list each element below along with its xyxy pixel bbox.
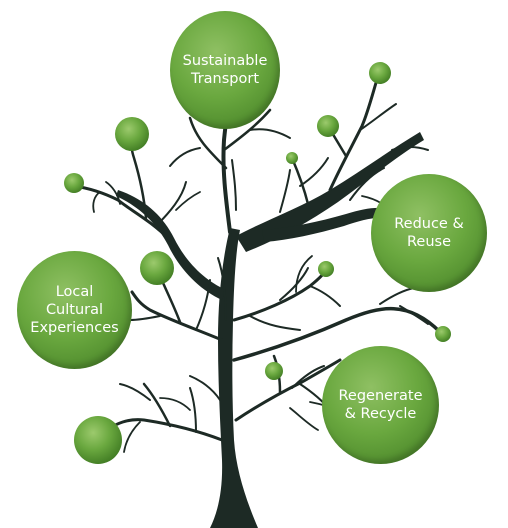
leaf-circle	[115, 117, 149, 151]
tree-trunk	[116, 132, 424, 528]
leaf-circle	[435, 326, 451, 342]
sustainable-transport-label: Sustainable Transport	[182, 53, 268, 87]
leaf-circle	[64, 173, 84, 193]
reduce-reuse-label: Reduce & Reuse	[394, 216, 464, 250]
leaf-circle	[140, 251, 174, 285]
leaf-circle	[369, 62, 391, 84]
local-cultural-experiences-bubble: Local Cultural Experiences	[17, 251, 132, 369]
local-cultural-experiences-label: Local Cultural Experiences	[30, 284, 119, 336]
regenerate-recycle-bubble: Regenerate & Recycle	[322, 346, 439, 464]
leaf-circle	[318, 261, 334, 277]
small-leaf-circles	[64, 62, 451, 464]
regenerate-recycle-label: Regenerate & Recycle	[338, 388, 423, 422]
leaf-circle	[286, 152, 298, 164]
leaf-circle	[265, 362, 283, 380]
leaf-circle	[317, 115, 339, 137]
sustainable-transport-bubble: Sustainable Transport	[170, 11, 280, 129]
reduce-reuse-bubble: Reduce & Reuse	[371, 174, 487, 292]
leaf-circle	[74, 416, 122, 464]
